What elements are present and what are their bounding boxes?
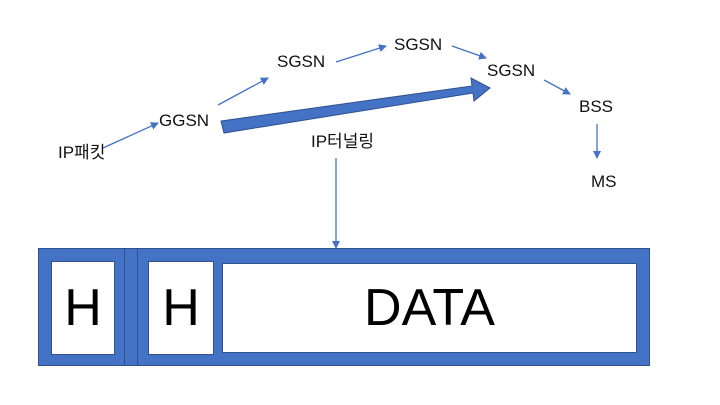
data-payload-box: DATA	[222, 263, 637, 353]
arrow-ggsn-to-sgsn1	[217, 77, 269, 106]
arrow-ip-to-ggsn	[102, 122, 159, 149]
ip-packet-label: IP패킷	[58, 143, 106, 162]
encapsulated-packet: H H DATA	[38, 248, 650, 366]
arrow-sgsn2-to-sgsn3	[451, 45, 487, 60]
outer-header-box: H	[51, 261, 115, 355]
sgsn-label-1: SGSN	[277, 52, 326, 71]
inner-header-box: H	[148, 261, 214, 355]
arrow-sgsn3-to-bss	[543, 79, 571, 95]
packet-divider-1	[124, 249, 125, 365]
bss-label: BSS	[579, 97, 614, 116]
ms-label: MS	[591, 172, 617, 191]
arrow-sgsn1-to-sgsn2	[335, 44, 387, 63]
packet-divider-2	[137, 249, 138, 365]
tunnel-block-arrow	[220, 77, 491, 134]
ggsn-label: GGSN	[159, 111, 210, 130]
ip-tunneling-label: IP터널링	[311, 132, 374, 151]
sgsn-label-2: SGSN	[394, 35, 443, 54]
sgsn-label-3: SGSN	[487, 61, 536, 80]
